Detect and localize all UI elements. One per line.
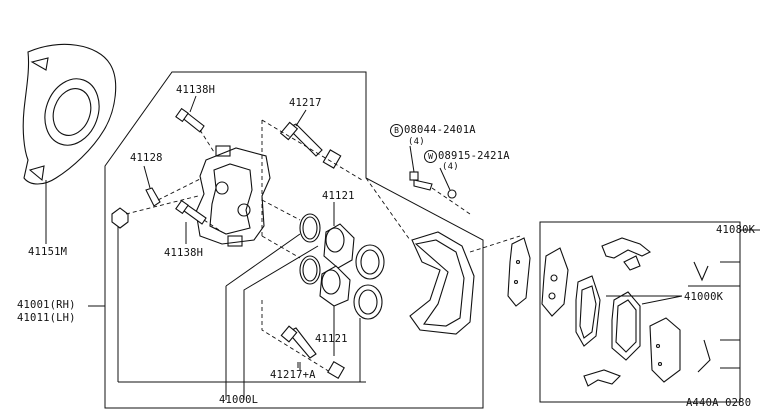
label-41121-top: 41121 [322,190,355,202]
piston-top [323,223,355,269]
pad-shim-back [649,317,681,383]
caliper-body [195,145,271,247]
brake-pad-inner [575,275,601,347]
diagram-code: A440A 0280 [686,397,752,409]
label-41011-lh: 41011(LH) [17,312,76,324]
anti-rattle-clip-top [601,237,652,271]
guide-bolt-bottom [175,199,223,233]
label-41001-rh: 41001(RH) [17,299,76,311]
label-41080k: 41080K [716,224,756,236]
piston-boot-top [355,244,385,280]
assembly-frame [104,71,484,409]
label-washer-08915: 08915-2421A [438,150,510,162]
piston-bottom [319,265,351,307]
bracket-bolt [409,145,471,215]
label-41121-bottom: 41121 [315,333,348,345]
caliper-bracket [365,177,521,335]
label-bolt-qty: (4) [408,137,425,147]
brake-pad-inner-2 [611,291,641,361]
brake-pad-outer-shim [507,237,531,307]
anti-rattle-clip-bottom [583,369,621,387]
guide-pin-bottom [280,325,345,379]
piston-seal-top [299,213,321,243]
label-41000l: 41000L [219,394,259,406]
label-washer-qty: (4) [442,162,459,172]
pad-shim-spring [693,261,711,373]
label-bolt-08044: 08044-2401A [404,124,476,136]
piston-seal-bottom [299,255,321,285]
label-41000k: 41000K [684,291,724,303]
guide-bolt-top [175,107,215,153]
guide-pin-top [261,119,363,236]
label-41138h-top: 41138H [176,84,216,96]
label-41217: 41217 [289,97,322,109]
label-41217-a: 41217+A [270,369,316,381]
label-41138h-bottom: 41138H [164,247,204,259]
label-41151m: 41151M [28,246,68,258]
bracket-washer [439,167,457,199]
mounting-bushing [111,195,366,383]
bleeder-screw [145,177,203,207]
dust-shield [22,43,117,244]
washer-circle-w-icon: W [424,150,437,163]
pad-kit-frame [539,221,741,403]
piston-boot-bottom [353,284,383,320]
bolt-circle-b-icon: B [390,124,403,137]
label-41128: 41128 [130,152,163,164]
brake-pad-outer [541,247,569,317]
